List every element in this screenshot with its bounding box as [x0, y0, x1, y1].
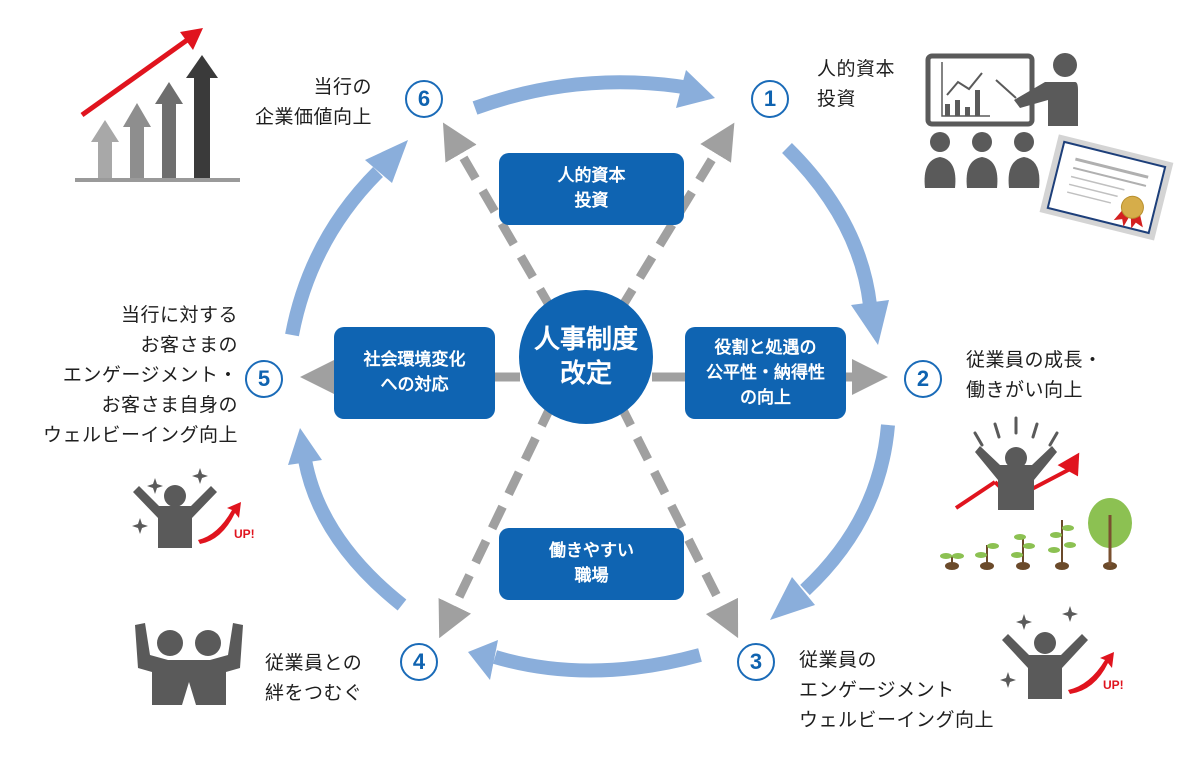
pillar-box-left: 社会環境変化 への対応 — [334, 327, 495, 419]
spoke-to-step6 — [442, 122, 556, 313]
step-label-line: 従業員との — [265, 652, 363, 674]
step-label-6: 当行の 企業価値向上 — [255, 72, 372, 132]
step-label-line: 従業員の — [799, 649, 878, 671]
pillar-line: 働きやすい — [549, 541, 634, 561]
presentation-training-icon — [924, 53, 1078, 188]
step-badge-2: 2 — [904, 360, 942, 398]
step-label-4: 従業員との 絆をつむぐ — [265, 648, 363, 708]
step-label-line: 企業価値向上 — [254, 106, 372, 128]
step-label-5: 当行に対する お客さまの エンゲージメント・ お客さま自身の ウェルビーイング向… — [43, 300, 238, 450]
step-label-line: 当行の — [313, 76, 372, 98]
pillar-line: への対応 — [380, 375, 449, 395]
cycle-arrow-1-to-2 — [782, 143, 889, 345]
cycle-arrows — [285, 70, 895, 680]
step-label-3: 従業員の エンゲージメント ウェルビーイング向上 — [799, 645, 994, 735]
cycle-arrow-6-to-1 — [472, 70, 715, 115]
cheering-person-up-icon-step3 — [1000, 606, 1114, 699]
plant-sprouts — [940, 498, 1132, 570]
pillar-box-bottom: 働きやすい 職場 — [499, 528, 684, 600]
rising-bar-chart-icon — [75, 28, 240, 182]
step-label-1: 人的資本 投資 — [817, 54, 895, 114]
pillar-line: 公平性・納得性 — [706, 362, 825, 383]
pillar-line: の向上 — [740, 387, 791, 408]
step-label-line: 当行に対する — [120, 304, 238, 326]
growth-person-plants-icon — [940, 416, 1132, 570]
hub-line: 人事制度 — [533, 325, 638, 355]
step-label-line: 人的資本 — [817, 58, 896, 80]
cycle-arrow-3-to-4 — [468, 640, 702, 680]
cheering-person-up-icon-step5 — [132, 468, 241, 548]
step-label-line: ウェルビーイング向上 — [42, 424, 238, 446]
step-label-line: お客さま自身の — [101, 394, 238, 416]
pillar-line: 投資 — [574, 191, 609, 211]
cycle-arrow-4-to-5 — [288, 428, 407, 611]
pillar-line: 職場 — [574, 566, 609, 586]
spoke-to-step1 — [616, 122, 735, 313]
step-label-line: お客さまの — [140, 334, 238, 356]
pillar-line: 社会環境変化 — [363, 350, 466, 370]
spoke-to-step3 — [615, 401, 739, 639]
step-badge-3: 3 — [737, 643, 775, 681]
center-hub-hr-system-revision: 人事制度 改定 — [519, 290, 653, 424]
step-badge-4: 4 — [400, 643, 438, 681]
cycle-arrow-5-to-6 — [285, 140, 408, 337]
cycle-arrow-2-to-3 — [770, 424, 895, 620]
step-label-line: 投資 — [817, 88, 857, 110]
step-badge-5: 5 — [245, 360, 283, 398]
step-label-line: ウェルビーイング向上 — [799, 709, 995, 731]
step-badge-1: 1 — [751, 80, 789, 118]
up-badge-step5: UP! — [234, 527, 255, 541]
up-badge-step3: UP! — [1103, 678, 1124, 692]
pillar-box-top: 人的資本 投資 — [499, 153, 684, 225]
step-label-line: エンゲージメント・ — [62, 364, 238, 386]
pillar-line: 役割と処遇の — [714, 337, 817, 358]
step-label-2: 従業員の成長・ 働きがい向上 — [966, 345, 1103, 405]
step-label-line: エンゲージメント — [799, 679, 955, 701]
hub-line: 改定 — [559, 359, 612, 389]
spoke-to-step4 — [438, 402, 557, 639]
two-people-bond-icon — [135, 623, 243, 705]
pillar-box-right: 役割と処遇の 公平性・納得性 の向上 — [685, 327, 846, 419]
step-label-line: 絆をつむぐ — [265, 682, 363, 704]
certificate-icon — [1039, 134, 1174, 241]
pillar-line: 人的資本 — [557, 166, 626, 186]
step-badge-6: 6 — [405, 80, 443, 118]
step-label-line: 従業員の成長・ — [966, 349, 1103, 371]
step-label-line: 働きがい向上 — [966, 379, 1084, 401]
